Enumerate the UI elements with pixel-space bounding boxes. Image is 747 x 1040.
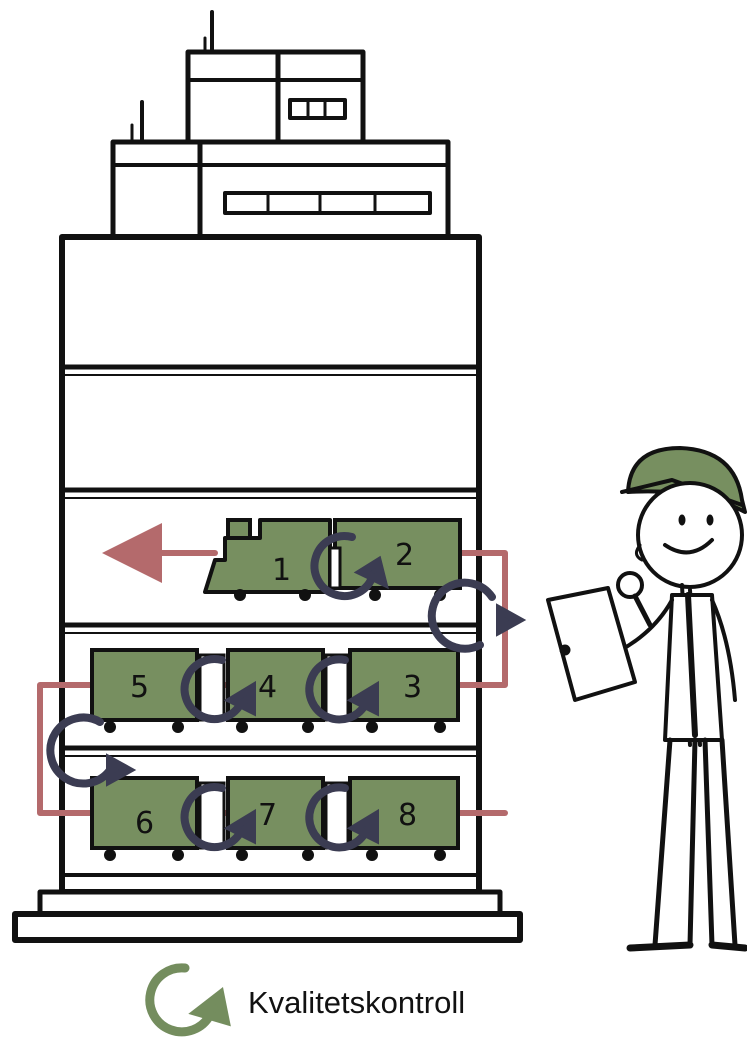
wagon-label-7: 7: [258, 798, 277, 833]
quality-control-legend-icon: [150, 968, 225, 1032]
wagon-row-middle: 5 4 3: [92, 650, 458, 733]
wagon-label-4: 4: [258, 670, 277, 705]
wagon-label-2: 2: [395, 538, 414, 573]
wagon-label-8: 8: [398, 798, 417, 833]
wagon-label-5: 5: [130, 670, 149, 705]
wagon-label-3: 3: [403, 670, 422, 705]
wagon-label-6: 6: [135, 806, 154, 841]
magnifier-icon: [618, 573, 650, 625]
wagon-label-1: 1: [272, 553, 291, 588]
clipboard-icon: [548, 588, 635, 700]
inspector-person-icon: [548, 448, 745, 948]
wagon-row-bottom: 6 7 8: [92, 778, 458, 861]
legend-label: Kvalitetskontroll: [248, 985, 465, 1021]
